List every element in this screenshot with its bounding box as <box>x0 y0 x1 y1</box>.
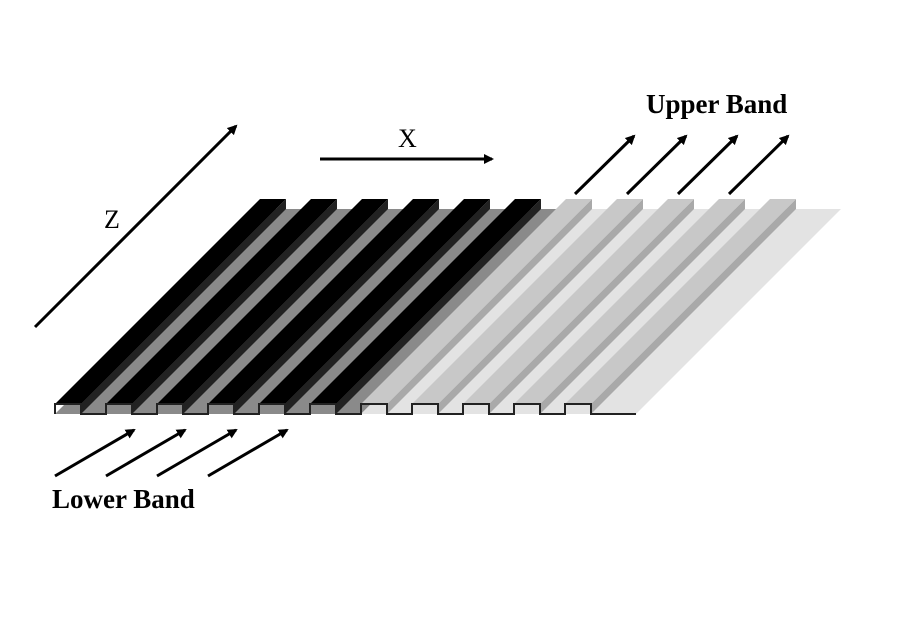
ridge-side-light <box>489 199 694 414</box>
ridge-side-light <box>387 199 592 414</box>
ridge-side-light <box>591 199 796 414</box>
ridge-top-dark <box>208 199 439 404</box>
upper-band-arrow <box>573 134 636 196</box>
ridge-top-light <box>514 199 745 404</box>
upper-band-arrow <box>727 134 790 196</box>
ridge-side-light <box>438 199 643 414</box>
ridge-side-dark <box>132 199 337 414</box>
ridge-side-dark <box>81 199 286 414</box>
ridge-top-light <box>463 199 694 404</box>
lower-band-arrow <box>105 428 187 478</box>
ridge-top-dark <box>55 199 286 404</box>
grating-surface <box>54 199 841 415</box>
ridge-side-dark <box>183 199 388 414</box>
ridge-top-dark <box>310 199 541 404</box>
ridge-top-dark <box>157 199 388 404</box>
upper-band-arrow <box>625 134 688 196</box>
ridge-side-light <box>540 199 745 414</box>
ridge-top-light <box>361 199 592 404</box>
upper-band-arrows <box>573 134 790 196</box>
lower-band-label: Lower Band <box>52 484 195 514</box>
lower-band-arrow <box>54 428 136 478</box>
ridge-top-dark <box>259 199 490 404</box>
z-axis-arrow <box>33 124 238 329</box>
upper-band-arrow <box>676 134 739 196</box>
ridge-top-dark <box>106 199 337 404</box>
grating-front-profile <box>54 403 636 415</box>
lower-band-arrow <box>207 428 289 478</box>
ridge-top-light <box>412 199 643 404</box>
z-axis-label: Z <box>104 205 120 234</box>
upper-band-label: Upper Band <box>646 89 787 119</box>
ridge-side-dark <box>336 199 541 414</box>
ridge-side-dark <box>234 199 439 414</box>
lower-band-arrows <box>54 428 289 478</box>
x-axis-label: X <box>398 124 417 153</box>
ridge-side-dark <box>285 199 490 414</box>
lower-band-arrow <box>156 428 238 478</box>
ridge-top-light <box>565 199 796 404</box>
